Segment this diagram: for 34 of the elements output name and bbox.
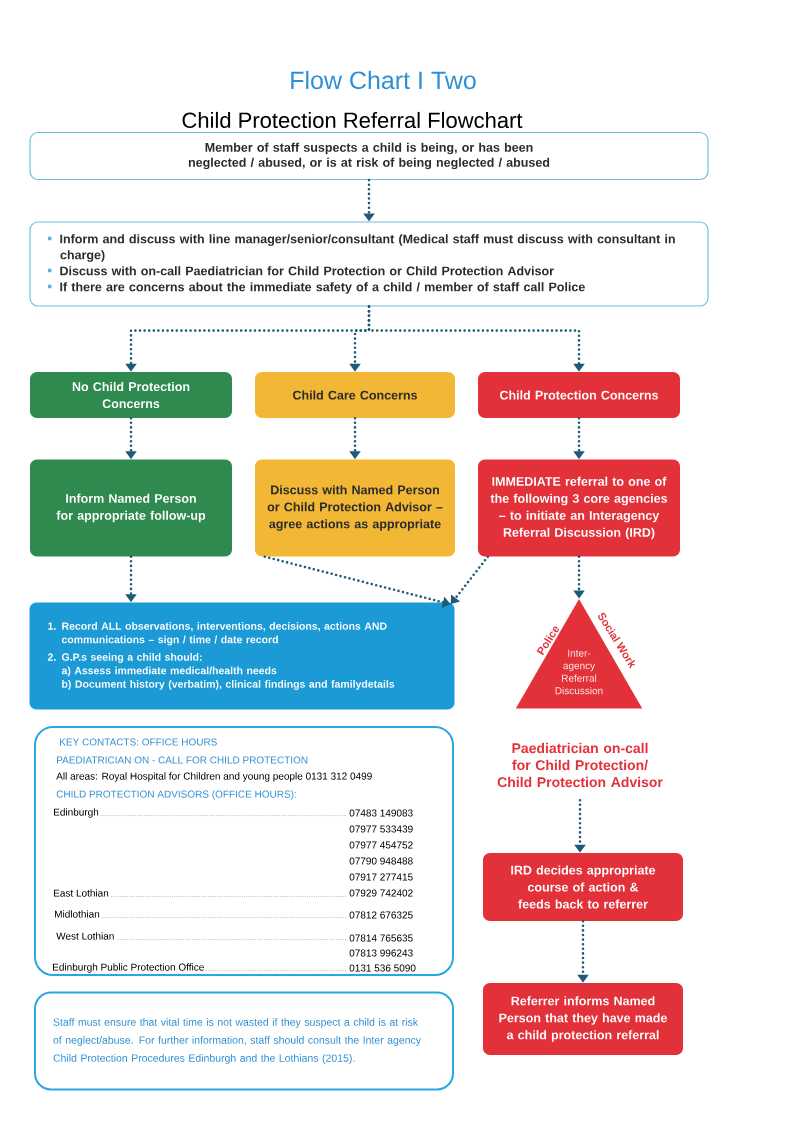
phone-number: 07977 454752 bbox=[349, 841, 413, 849]
phone-number: 0131 536 5090 bbox=[349, 964, 416, 972]
outcome-box: Child Care Concerns bbox=[255, 372, 455, 418]
instruction-box: Inform and discuss with line manager/senior/consultant (Medical staff must discuss with consultant in charge) Discuss with on-call Paediatrician for Child Protection or Child Protection Advisor If there are concerns about the immediate safety of a child / member of staff call Police bbox=[29, 221, 709, 307]
outcome-box: Discuss with Named Person or Child Protection Advisor – agree actions as appropriate bbox=[255, 459, 455, 557]
phone-number: 07790 948488 bbox=[349, 857, 413, 865]
contact-line: All areas: Royal Hospital for Children and young people 0131 312 0499 bbox=[56, 772, 372, 782]
area-name: Edinburgh bbox=[54, 808, 99, 818]
area-name: West Lothian bbox=[56, 932, 114, 940]
note-box: Staff must ensure that vital time is not wasted if they suspect a child is at risk of neglect/abuse. For further information, staff should consult the Inter agency Child Protection Procedures Edinburgh and the Lothians (2015). bbox=[34, 991, 454, 1091]
phone-number: 07917 277415 bbox=[349, 873, 413, 881]
action-box: Child Protection Concerns bbox=[478, 372, 680, 418]
record-box: 1. Record ALL observations, interventions, decisions, actions AND communications – sign / time / date record 2. G.P.s seeing a child should: a) Assess immediate medical/health needs b) Document history (verbatim), clinical findings and familydetails bbox=[29, 602, 455, 710]
title: Flow Chart I Two bbox=[291, 70, 476, 90]
phone-number: 07483 149083 bbox=[349, 809, 413, 817]
outcome-box: No Child Protection Concerns bbox=[30, 372, 232, 418]
contact-note: Paediatrician on-call for Child Protection/ Child Protection Advisor bbox=[497, 742, 663, 788]
contact-heading: CHILD PROTECTION ADVISORS (OFFICE HOURS): bbox=[56, 790, 296, 800]
action-box: IMMEDIATE referral to one of the following 3 core agencies – to initiate an Interagency Referral Discussion (IRD) bbox=[478, 459, 680, 557]
action-box: IRD decides appropriate course of action & feeds back to referrer bbox=[483, 853, 683, 921]
phone-number: 07929 742402 bbox=[349, 889, 413, 897]
area-name: Edinburgh Public Protection Office bbox=[53, 963, 204, 973]
phone-number: 07813 996243 bbox=[349, 949, 413, 957]
area-name: Midlothian bbox=[55, 910, 100, 918]
process-box: Member of staff suspects a child is being, or has been neglected / abused, or is at risk of being neglected / abused bbox=[29, 131, 709, 181]
phone-number: 07812 676325 bbox=[349, 911, 413, 919]
contacts-box bbox=[34, 726, 454, 976]
outcome-box: Inform Named Person for appropriate follow-up bbox=[30, 459, 232, 557]
action-box: Referrer informs Named Person that they have made a child protection referral bbox=[483, 983, 683, 1055]
area-name: East Lothian bbox=[54, 889, 109, 897]
contact-heading: KEY CONTACTS: OFFICE HOURS bbox=[60, 738, 217, 746]
phone-number: 07814 765635 bbox=[349, 934, 413, 942]
phone-number: 07977 533439 bbox=[349, 825, 413, 833]
contact-heading: PAEDIATRICIAN ON - CALL FOR CHILD PROTECTION bbox=[57, 756, 308, 764]
